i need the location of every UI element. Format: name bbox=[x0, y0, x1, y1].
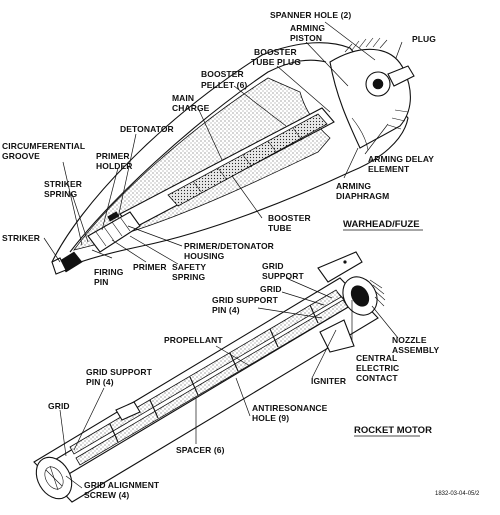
label-antiresonance-hole-2: HOLE (9) bbox=[252, 413, 289, 423]
label-primer-holder-1: PRIMER bbox=[96, 151, 130, 161]
label-primer: PRIMER bbox=[133, 262, 167, 272]
label-booster-pellet-1: BOOSTER bbox=[201, 69, 244, 79]
plug bbox=[387, 65, 415, 87]
label-striker: STRIKER bbox=[2, 233, 40, 243]
label-firing-pin-2: PIN bbox=[94, 277, 108, 287]
label-safety-spring-2: SPRING bbox=[172, 272, 205, 282]
label-circumferential-groove-2: GROOVE bbox=[2, 151, 40, 161]
label-grid-left: GRID bbox=[48, 401, 70, 411]
warhead-fuze-title: WARHEAD/FUZE bbox=[343, 219, 420, 230]
arming-fins bbox=[344, 37, 409, 130]
aft-grid bbox=[44, 466, 64, 490]
nozzle-threads bbox=[369, 279, 386, 307]
label-plug: PLUG bbox=[412, 34, 436, 44]
label-central-electric-contact-3: CONTACT bbox=[356, 373, 398, 383]
label-arming-diaphragm-2: DIAPHRAGM bbox=[336, 191, 389, 201]
label-arming-piston-2: PISTON bbox=[290, 33, 322, 43]
label-igniter: IGNITER bbox=[311, 376, 346, 386]
label-grid-top: GRID bbox=[260, 284, 282, 294]
label-grid-support-pin-left-1: GRID SUPPORT bbox=[86, 367, 153, 377]
label-primer-detonator-housing-1: PRIMER/DETONATOR bbox=[184, 241, 274, 251]
label-grid-alignment-screw-1: GRID ALIGNMENT bbox=[84, 480, 160, 490]
warhead-cutaway-edge bbox=[69, 59, 327, 253]
fuze-internals bbox=[95, 211, 131, 247]
label-spacer: SPACER (6) bbox=[176, 445, 225, 455]
label-central-electric-contact-2: ELECTRIC bbox=[356, 363, 399, 373]
label-antiresonance-hole-1: ANTIRESONANCE bbox=[252, 403, 328, 413]
label-circumferential-groove-1: CIRCUMFERENTIAL bbox=[2, 141, 85, 151]
rocket-motor-illustration bbox=[33, 251, 386, 503]
arming-piston-core bbox=[372, 78, 384, 90]
label-central-electric-contact-1: CENTRAL bbox=[356, 353, 397, 363]
label-arming-delay-element-1: ARMING DELAY bbox=[368, 154, 434, 164]
label-booster-tube-plug-2: TUBE PLUG bbox=[251, 57, 301, 67]
label-arming-piston-1: ARMING bbox=[290, 23, 325, 33]
label-grid-support-1: GRID bbox=[262, 261, 284, 271]
label-primer-detonator-housing-2: HOUSING bbox=[184, 251, 225, 261]
booster-pellet-dividers bbox=[192, 127, 303, 194]
label-nozzle-assembly-1: NOZZLE bbox=[392, 335, 427, 345]
primer-detonator-housing bbox=[87, 211, 141, 253]
warhead-fuze-illustration bbox=[51, 37, 415, 275]
label-grid-support-pin-top-1: GRID SUPPORT bbox=[212, 295, 279, 305]
label-grid-support-2: SUPPORT bbox=[262, 271, 304, 281]
label-grid-alignment-screw-2: SCREW (4) bbox=[84, 490, 129, 500]
label-propellant: PROPELLANT bbox=[164, 335, 223, 345]
warhead-leader-lines bbox=[43, 21, 403, 265]
warhead-labels: SPANNER HOLE (2) PLUG ARMING PISTON BOOS… bbox=[2, 10, 436, 287]
label-grid-support-pin-left-2: PIN (4) bbox=[86, 377, 114, 387]
label-primer-holder-2: HOLDER bbox=[96, 161, 133, 171]
label-grid-support-pin-top-2: PIN (4) bbox=[212, 305, 240, 315]
rocket-leader-lines bbox=[59, 277, 399, 489]
label-arming-diaphragm-1: ARMING bbox=[336, 181, 371, 191]
label-nozzle-assembly-2: ASSEMBLY bbox=[392, 345, 439, 355]
rocket-labels: GRID SUPPORT GRID GRID SUPPORT PIN (4) N… bbox=[48, 261, 439, 500]
nozzle-inner bbox=[350, 285, 370, 307]
fin-top bbox=[317, 251, 363, 283]
figure-number: 1832-03-04-05/2 bbox=[435, 491, 480, 497]
label-arming-delay-element-2: ELEMENT bbox=[368, 164, 410, 174]
label-striker-spring-2: SPRING bbox=[44, 189, 77, 199]
label-booster-tube-plug-1: BOOSTER bbox=[254, 47, 297, 57]
spacers bbox=[109, 304, 319, 443]
label-booster-tube-2: TUBE bbox=[268, 223, 292, 233]
label-booster-pellet-2: PELLET (6) bbox=[201, 80, 247, 90]
label-safety-spring-1: SAFETY bbox=[172, 262, 206, 272]
fin-bottom bbox=[319, 319, 355, 353]
label-main-charge-2: CHARGE bbox=[172, 103, 210, 113]
nose-tip bbox=[51, 257, 67, 275]
label-detonator: DETONATOR bbox=[120, 124, 174, 134]
aft-grid-lines bbox=[45, 465, 63, 491]
label-booster-tube-1: BOOSTER bbox=[268, 213, 311, 223]
label-firing-pin-1: FIRING bbox=[94, 267, 124, 277]
label-main-charge-1: MAIN bbox=[172, 93, 194, 103]
label-spanner-hole: SPANNER HOLE (2) bbox=[270, 10, 351, 20]
label-striker-spring-1: STRIKER bbox=[44, 179, 82, 189]
arming-diaphragm bbox=[351, 117, 369, 151]
fin-mid bbox=[115, 401, 141, 421]
rocket-motor-title: ROCKET MOTOR bbox=[354, 425, 432, 436]
